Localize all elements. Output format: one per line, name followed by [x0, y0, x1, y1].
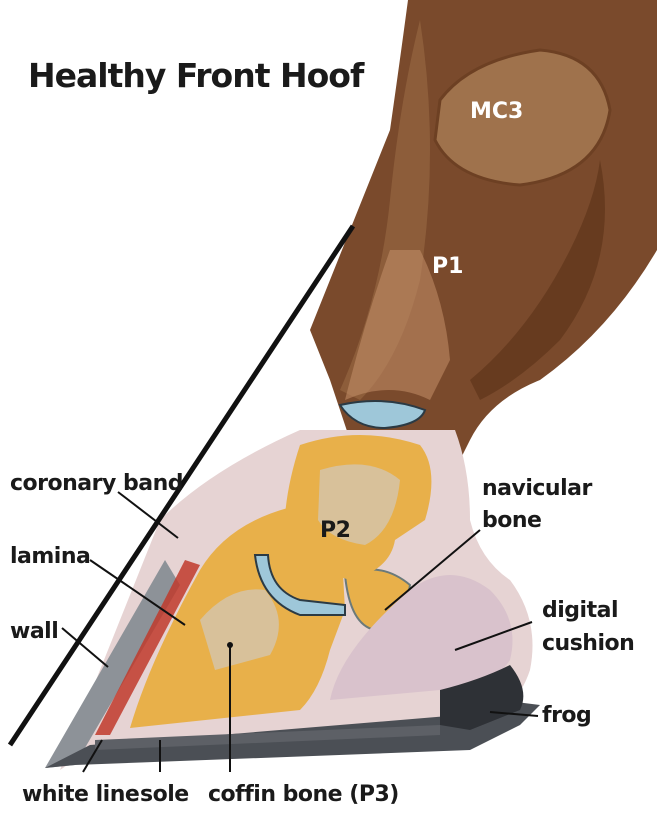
- digital-cushion-label-line2: cushion: [542, 631, 634, 656]
- mc3-label: MC3: [470, 99, 523, 124]
- navicular-label-line2: bone: [482, 508, 541, 533]
- diagram-title: Healthy Front Hoof: [28, 56, 365, 95]
- coffin-bone-leader-dot: [227, 642, 233, 648]
- coffin-bone-label: coffin bone (P3): [208, 782, 399, 807]
- p2-label: P2: [320, 518, 350, 543]
- digital-cushion-label-line1: digital: [542, 598, 618, 623]
- navicular-label-line1: navicular: [482, 476, 592, 501]
- coronary-band-label: coronary band: [10, 471, 183, 496]
- p1-label: P1: [432, 254, 463, 279]
- lamina-label: lamina: [10, 544, 90, 569]
- frog-label: frog: [542, 703, 591, 728]
- white-line-label: white line: [22, 782, 139, 807]
- sole-label: sole: [140, 782, 189, 807]
- wall-label: wall: [10, 619, 58, 644]
